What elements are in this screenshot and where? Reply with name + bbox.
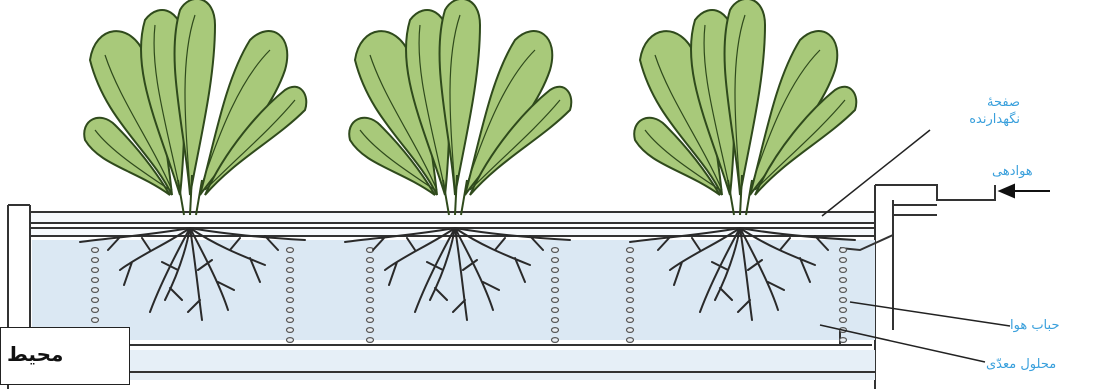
environment-label: محیط xyxy=(7,342,63,366)
holding-plate-label: صفحهٔ نگهدارنده xyxy=(930,94,1020,128)
aeration-label: هوادهی xyxy=(992,164,1033,179)
nutrient-solution-label: محلول معدّی xyxy=(986,357,1056,372)
holding-plate-label-line2: نگهدارنده xyxy=(930,111,1020,128)
air-bubble-label: حباب هوا xyxy=(1010,318,1059,333)
holding-plate-label-line1: صفحهٔ xyxy=(930,94,1020,111)
arrow-left-icon xyxy=(1000,185,1050,197)
environment-label-box: محیط xyxy=(0,327,130,385)
